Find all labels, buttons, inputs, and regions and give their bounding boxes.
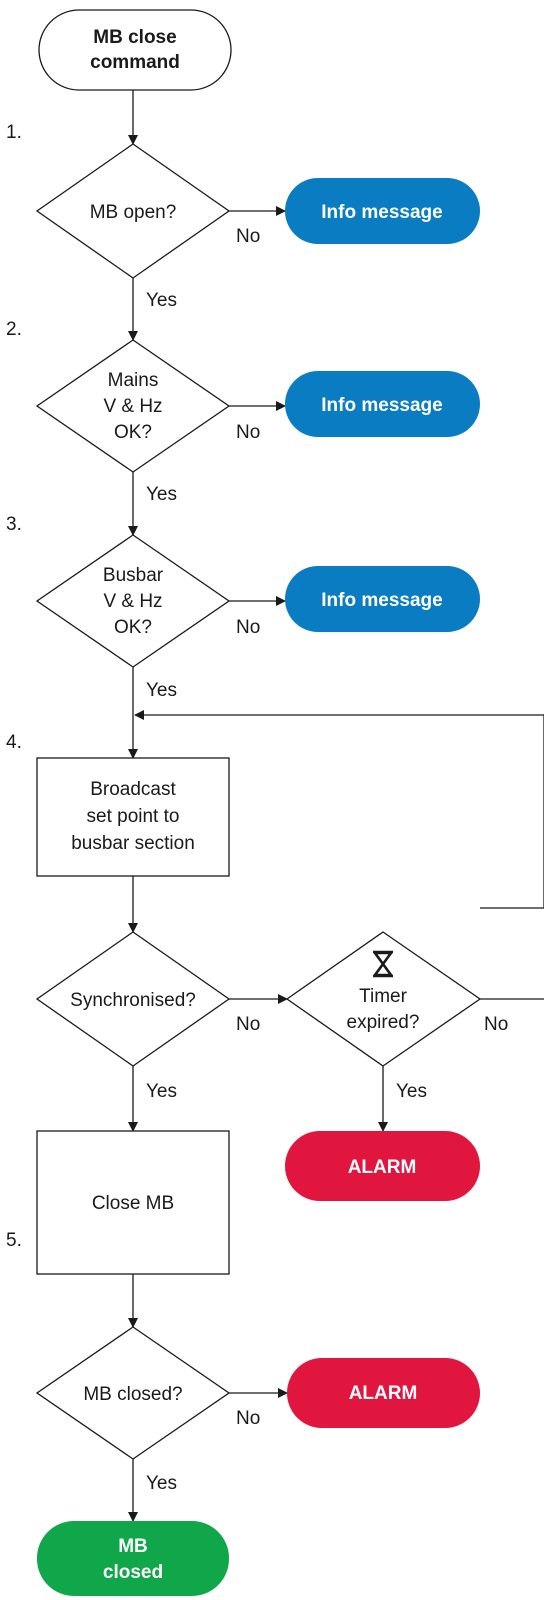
end-label-line2: closed bbox=[103, 1562, 163, 1583]
decision-mains-ok: Mains V & Hz OK? bbox=[35, 339, 231, 473]
label-no-5: No bbox=[236, 1408, 260, 1429]
label-no-timer: No bbox=[484, 1014, 508, 1035]
decision-busbar-ok: Busbar V & Hz OK? bbox=[35, 534, 231, 668]
step-number-5: 5. bbox=[6, 1230, 22, 1251]
info-message-3: Info message bbox=[285, 566, 480, 632]
step-number-1: 1. bbox=[6, 122, 22, 143]
process-broadcast-setpoint: Broadcast set point to busbar section bbox=[36, 757, 230, 877]
decision-mains-label-line3: OK? bbox=[114, 422, 152, 443]
info-message-1-label: Info message bbox=[321, 202, 442, 223]
decision-mains-label-line1: Mains bbox=[108, 370, 159, 391]
decision-mb-closed-label: MB closed? bbox=[83, 1384, 182, 1405]
info-message-2-label: Info message bbox=[321, 395, 442, 416]
decision-mb-open-label: MB open? bbox=[90, 202, 177, 223]
label-no-1: No bbox=[236, 226, 260, 247]
alarm-2-label: ALARM bbox=[349, 1383, 418, 1404]
alarm-terminator-2: ALARM bbox=[287, 1358, 480, 1428]
decision-busbar-label-line3: OK? bbox=[114, 617, 152, 638]
end-label-line1: MB bbox=[118, 1536, 148, 1557]
start-label-line1: MB close bbox=[93, 27, 176, 48]
label-yes-timer: Yes bbox=[396, 1081, 427, 1102]
label-no-2: No bbox=[236, 422, 260, 443]
decision-timer-label-line2: expired? bbox=[347, 1012, 420, 1033]
decision-mains-label-line2: V & Hz bbox=[103, 396, 162, 417]
alarm-terminator-1: ALARM bbox=[285, 1131, 480, 1201]
decision-mb-closed: MB closed? bbox=[35, 1326, 231, 1460]
start-terminator: MB close command bbox=[38, 9, 232, 91]
decision-mb-open: MB open? bbox=[35, 143, 231, 279]
decision-timer-label-line1: Timer bbox=[359, 986, 408, 1007]
info-message-3-label: Info message bbox=[321, 590, 442, 611]
label-yes-2: Yes bbox=[146, 484, 177, 505]
label-yes-sync: Yes bbox=[146, 1081, 177, 1102]
label-yes-3: Yes bbox=[146, 680, 177, 701]
decision-busbar-label-line1: Busbar bbox=[103, 565, 164, 586]
info-message-1: Info message bbox=[285, 178, 480, 244]
info-message-2: Info message bbox=[285, 371, 480, 437]
end-terminator-mb-closed: MB closed bbox=[37, 1521, 229, 1596]
label-no-3: No bbox=[236, 617, 260, 638]
process-close-mb: Close MB bbox=[36, 1130, 230, 1275]
label-no-sync: No bbox=[236, 1014, 260, 1035]
process-broadcast-line2: set point to bbox=[87, 806, 180, 827]
hourglass-icon bbox=[373, 950, 393, 978]
start-label-line2: command bbox=[90, 52, 180, 73]
label-yes-1: Yes bbox=[146, 290, 177, 311]
process-close-mb-label: Close MB bbox=[92, 1193, 174, 1214]
edge-timer-no-loop bbox=[480, 715, 544, 909]
alarm-1-label: ALARM bbox=[348, 1157, 417, 1178]
step-number-3: 3. bbox=[6, 514, 22, 535]
process-broadcast-line3: busbar section bbox=[71, 833, 195, 854]
step-number-2: 2. bbox=[6, 319, 22, 340]
decision-busbar-label-line2: V & Hz bbox=[103, 591, 162, 612]
step-number-4: 4. bbox=[6, 732, 22, 753]
decision-synchronised: Synchronised? bbox=[35, 931, 231, 1067]
decision-synchronised-label: Synchronised? bbox=[70, 990, 196, 1011]
label-yes-5: Yes bbox=[146, 1473, 177, 1494]
decision-timer-expired: Timer expired? bbox=[285, 931, 482, 1067]
process-broadcast-line1: Broadcast bbox=[90, 779, 176, 800]
